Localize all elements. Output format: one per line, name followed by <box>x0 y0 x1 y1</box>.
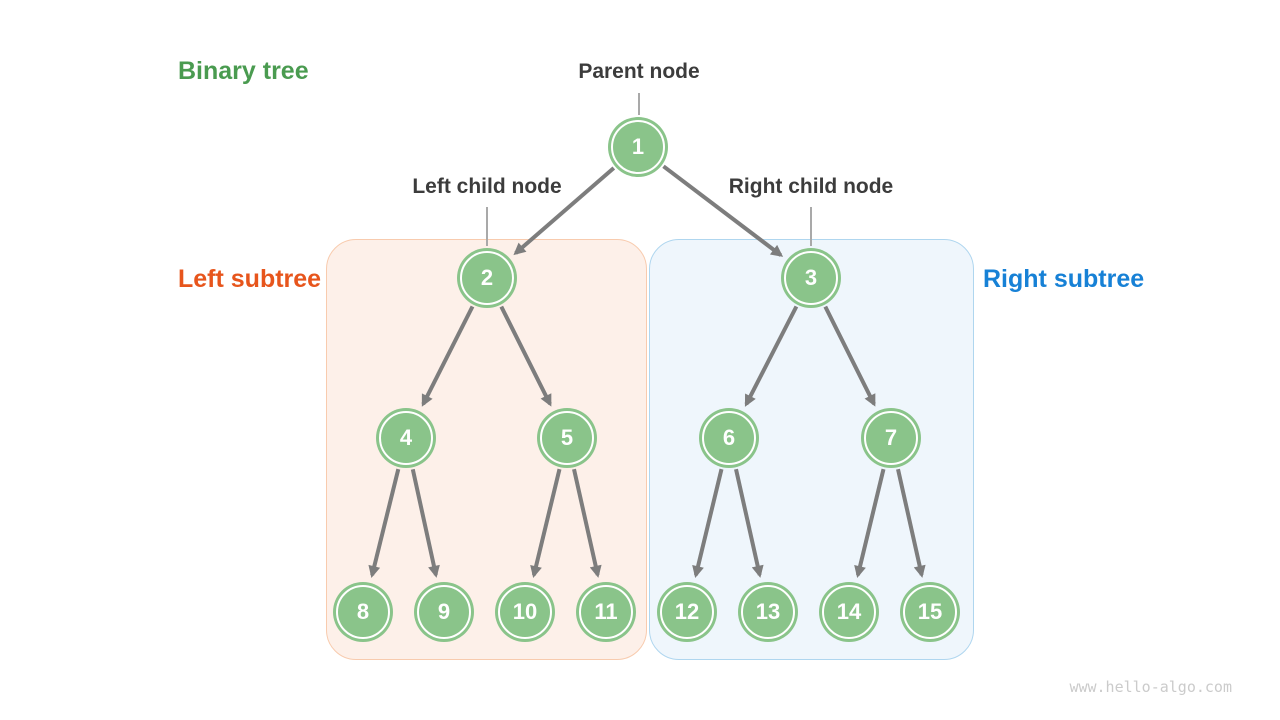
edge-5-11 <box>572 468 602 578</box>
tree-node-1: 1 <box>611 120 665 174</box>
tree-node-5: 5 <box>540 411 594 465</box>
tree-node-10: 10 <box>498 585 552 639</box>
edge-1-2 <box>513 166 616 256</box>
tree-node-4: 4 <box>379 411 433 465</box>
tree-node-6: 6 <box>702 411 756 465</box>
tree-node-2: 2 <box>460 251 514 305</box>
parent-node-label: Parent node <box>578 60 700 83</box>
edge-1-3 <box>662 164 784 257</box>
left-subtree-label: Left subtree <box>178 265 322 293</box>
edge-3-6 <box>744 305 799 407</box>
left-child-node-label: Left child node <box>412 175 562 198</box>
tree-node-9: 9 <box>417 585 471 639</box>
watermark-text: www.hello-algo.com <box>1069 678 1232 696</box>
edge-5-10 <box>530 468 562 579</box>
right-subtree-label: Right subtree <box>983 265 1145 293</box>
edge-7-14 <box>854 468 886 579</box>
tree-node-3: 3 <box>784 251 838 305</box>
tree-node-13: 13 <box>741 585 795 639</box>
edge-2-5 <box>499 305 552 407</box>
tree-node-15: 15 <box>903 585 957 639</box>
edge-2-4 <box>421 305 475 407</box>
diagram-title: Binary tree <box>178 57 309 85</box>
right-child-node-label: Right child node <box>728 175 894 198</box>
tree-node-7: 7 <box>864 411 918 465</box>
tree-node-12: 12 <box>660 585 714 639</box>
edge-4-8 <box>368 468 401 579</box>
tree-node-8: 8 <box>336 585 390 639</box>
edge-3-7 <box>823 305 876 407</box>
edge-7-15 <box>896 468 926 578</box>
edge-4-9 <box>410 468 440 578</box>
tree-node-14: 14 <box>822 585 876 639</box>
edge-6-12 <box>692 468 724 579</box>
tree-node-11: 11 <box>579 585 633 639</box>
edge-6-13 <box>734 468 764 578</box>
